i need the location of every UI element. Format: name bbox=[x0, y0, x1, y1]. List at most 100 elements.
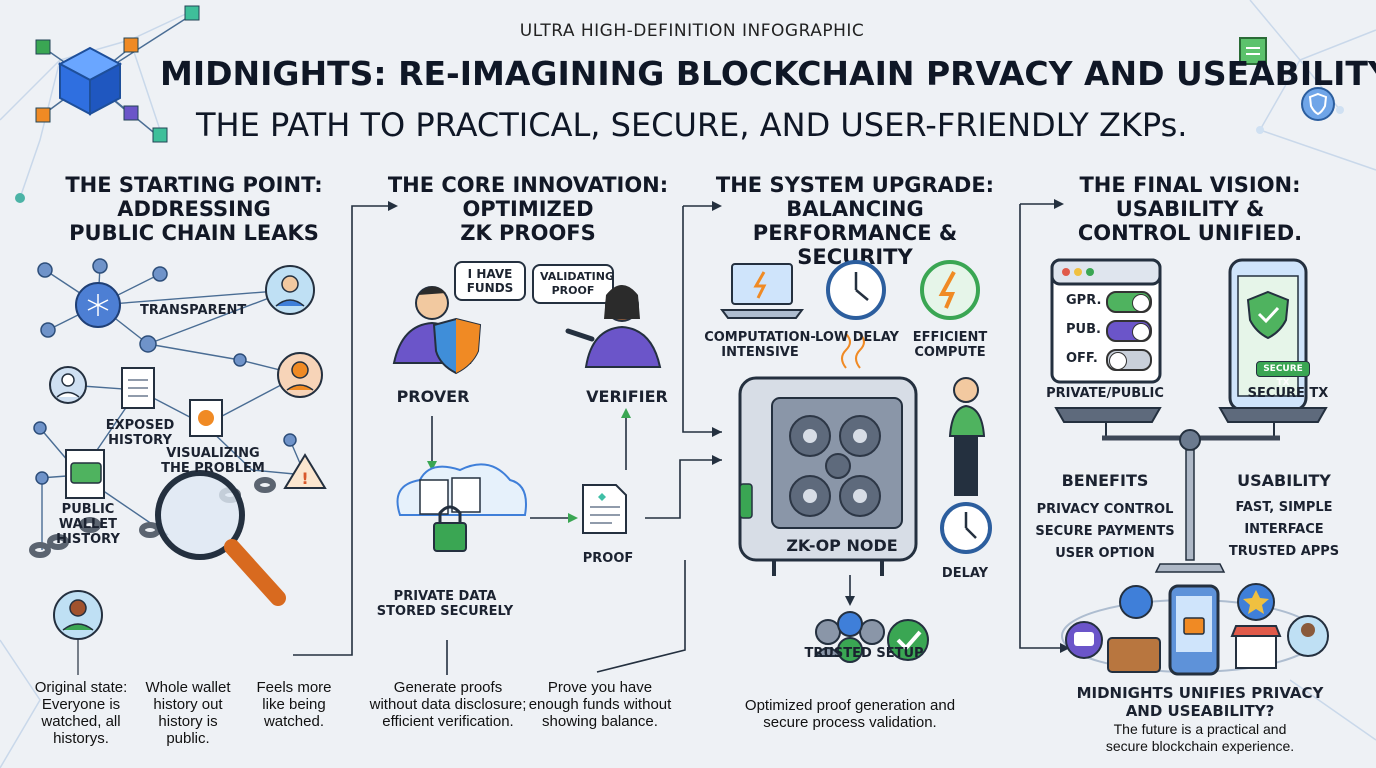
list-item: SECURE PAYMENTS bbox=[1035, 524, 1175, 539]
heading-line: PERFORMANCE & SECURITY bbox=[752, 221, 958, 269]
page-title: MIDNIGHTS: RE-IMAGINING BLOCKCHAIN PRVAC… bbox=[160, 54, 1376, 93]
conclusion-line: secure blockchain experience. bbox=[1105, 738, 1295, 754]
conclusion-subtitle: The future is a practical and secure blo… bbox=[1050, 721, 1350, 755]
document-icon bbox=[1239, 37, 1267, 65]
label-efficient-compute: EFFICIENT COMPUTE bbox=[904, 330, 996, 360]
label-line: WALLET bbox=[58, 517, 118, 532]
switch-label-off: OFF. bbox=[1066, 351, 1098, 366]
caption-line: Optimized proof generation and bbox=[744, 697, 956, 714]
label-prover: PROVER bbox=[396, 387, 470, 406]
section-core-heading: THE CORE INNOVATION: OPTIMIZED ZK PROOFS bbox=[378, 173, 678, 245]
toggle-pub[interactable] bbox=[1106, 320, 1152, 342]
caption-line: Feels more bbox=[256, 679, 332, 696]
label-line: STORED SECURELY bbox=[376, 604, 514, 619]
bubble-line: FUNDS bbox=[466, 281, 514, 295]
label-private-data: PRIVATE DATA STORED SECURELY bbox=[370, 589, 520, 619]
heading-line: OPTIMIZED bbox=[462, 197, 594, 221]
public-network-diagram: ! bbox=[29, 258, 327, 675]
list-item: TRUSTED APPS bbox=[1228, 544, 1340, 559]
label-exposed-history: EXPOSED HISTORY bbox=[100, 418, 180, 448]
list-item: USER OPTION bbox=[1055, 546, 1155, 561]
label-line: EFFICIENT bbox=[912, 330, 988, 345]
conclusion-line: The future is a practical and bbox=[1113, 721, 1287, 737]
caption-line: Original state: bbox=[34, 679, 128, 696]
list-item: PRIVACY CONTROL bbox=[1036, 502, 1174, 517]
label-line: HISTORY bbox=[56, 532, 120, 547]
caption-line: historys. bbox=[53, 730, 109, 747]
section-start-heading: THE STARTING POINT: ADDRESSING PUBLIC CH… bbox=[44, 173, 344, 245]
list-item: FAST, SIMPLE bbox=[1235, 500, 1333, 515]
benefits-list: PRIVACY CONTROL SECURE PAYMENTS USER OPT… bbox=[1020, 499, 1190, 565]
heading-line: THE SYSTEM UPGRADE: bbox=[715, 173, 995, 197]
caption-line: showing balance. bbox=[542, 713, 658, 730]
caption-line: efficient verification. bbox=[382, 713, 514, 730]
usability-list: FAST, SIMPLE INTERFACE TRUSTED APPS bbox=[1214, 497, 1354, 563]
label-line: HISTORY bbox=[108, 433, 172, 448]
label-line: COMPUTATION- bbox=[704, 330, 816, 345]
vision-scale-diagram bbox=[1050, 258, 1329, 676]
conclusion-line: AND USEABILITY? bbox=[1125, 702, 1275, 720]
heading-line: CONTROL UNIFIED. bbox=[1077, 221, 1303, 245]
heading-line: THE FINAL VISION: bbox=[1079, 173, 1301, 197]
toggle-gpr[interactable] bbox=[1106, 291, 1152, 313]
bubble-line: I HAVE bbox=[467, 267, 513, 281]
label-line: COMPUTE bbox=[914, 345, 986, 360]
section-upgrade-heading: THE SYSTEM UPGRADE: BALANCING PERFORMANC… bbox=[700, 173, 1010, 269]
caption-line: like being bbox=[262, 696, 326, 713]
caption-line: Whole wallet bbox=[145, 679, 231, 696]
switch-label-gpr: GPR. bbox=[1066, 293, 1102, 308]
caption-original-state: Original state: Everyone is watched, all… bbox=[26, 679, 136, 747]
heading-line: PUBLIC CHAIN LEAKS bbox=[69, 221, 319, 245]
caption-feels-watched: Feels more like being watched. bbox=[244, 679, 344, 730]
label-public-wallet: PUBLIC WALLET HISTORY bbox=[50, 502, 126, 547]
caption-prove-funds: Prove you have enough funds without show… bbox=[518, 679, 682, 730]
caption-line: without data disclosure; bbox=[369, 696, 527, 713]
header-kicker: ULTRA HIGH-DEFINITION INFOGRAPHIC bbox=[519, 21, 865, 41]
heading-line: USABILITY & bbox=[1115, 197, 1265, 221]
conclusion-line: MIDNIGHTS UNIFIES PRIVACY bbox=[1076, 684, 1324, 702]
section-vision-heading: THE FINAL VISION: USABILITY & CONTROL UN… bbox=[1050, 173, 1330, 245]
page-subtitle: THE PATH TO PRACTICAL, SECURE, AND USER-… bbox=[196, 106, 1188, 144]
caption-optimized-proof: Optimized proof generation and secure pr… bbox=[720, 697, 980, 731]
caption-line: watched, all bbox=[41, 713, 121, 730]
label-low-delay: LOW DELAY bbox=[815, 330, 899, 345]
label-delay: DELAY bbox=[941, 566, 989, 581]
secure-tx-badge: SECURE TX bbox=[1256, 361, 1310, 388]
heading-line: THE STARTING POINT: bbox=[65, 173, 323, 197]
shield-badge-icon bbox=[1301, 87, 1335, 121]
label-verifier: VERIFIER bbox=[586, 387, 668, 406]
label-line: INTENSIVE bbox=[721, 345, 799, 360]
label-line: VISUALIZING bbox=[166, 446, 260, 461]
caption-generate-proofs: Generate proofs without data disclosure;… bbox=[364, 679, 532, 730]
usability-title: USABILITY bbox=[1237, 471, 1331, 490]
zk-proof-diagram bbox=[392, 285, 662, 552]
conclusion-title: MIDNIGHTS UNIFIES PRIVACY AND USEABILITY… bbox=[1040, 684, 1360, 720]
heading-line: BALANCING bbox=[786, 197, 924, 221]
heading-line: ZK PROOFS bbox=[460, 221, 596, 245]
heading-line: ADDRESSING bbox=[117, 197, 271, 221]
label-secure-tx: SECURE TX bbox=[1247, 386, 1329, 401]
blockchain-cube-icon bbox=[35, 5, 200, 143]
caption-line: enough funds without bbox=[528, 696, 672, 713]
list-item: INTERFACE bbox=[1244, 522, 1324, 537]
benefits-title: BENEFITS bbox=[1061, 471, 1149, 490]
caption-line: public. bbox=[166, 730, 210, 747]
label-zk-op-node: ZK-OP NODE bbox=[786, 536, 898, 555]
toggle-off[interactable] bbox=[1106, 349, 1152, 371]
label-line: EXPOSED bbox=[105, 418, 175, 433]
speech-bubble-verifier: VALIDATING PROOF bbox=[532, 264, 614, 304]
label-line: THE PROBLEM bbox=[161, 461, 265, 476]
label-trusted-setup: TRUSTED SETUP bbox=[804, 646, 924, 661]
svg-text:!: ! bbox=[301, 469, 308, 488]
speech-bubble-prover: I HAVE FUNDS bbox=[454, 261, 526, 301]
caption-line: secure process validation. bbox=[763, 714, 937, 731]
label-line: PRIVATE DATA bbox=[393, 589, 497, 604]
caption-line: Generate proofs bbox=[393, 679, 503, 696]
label-transparent: TRANSPARENT bbox=[140, 303, 247, 318]
caption-line: history out bbox=[153, 696, 223, 713]
label-private-public: PRIVATE/PUBLIC bbox=[1046, 386, 1164, 401]
bubble-line: VALIDATING bbox=[540, 270, 615, 283]
label-visualizing: VISUALIZING THE PROBLEM bbox=[158, 446, 268, 476]
